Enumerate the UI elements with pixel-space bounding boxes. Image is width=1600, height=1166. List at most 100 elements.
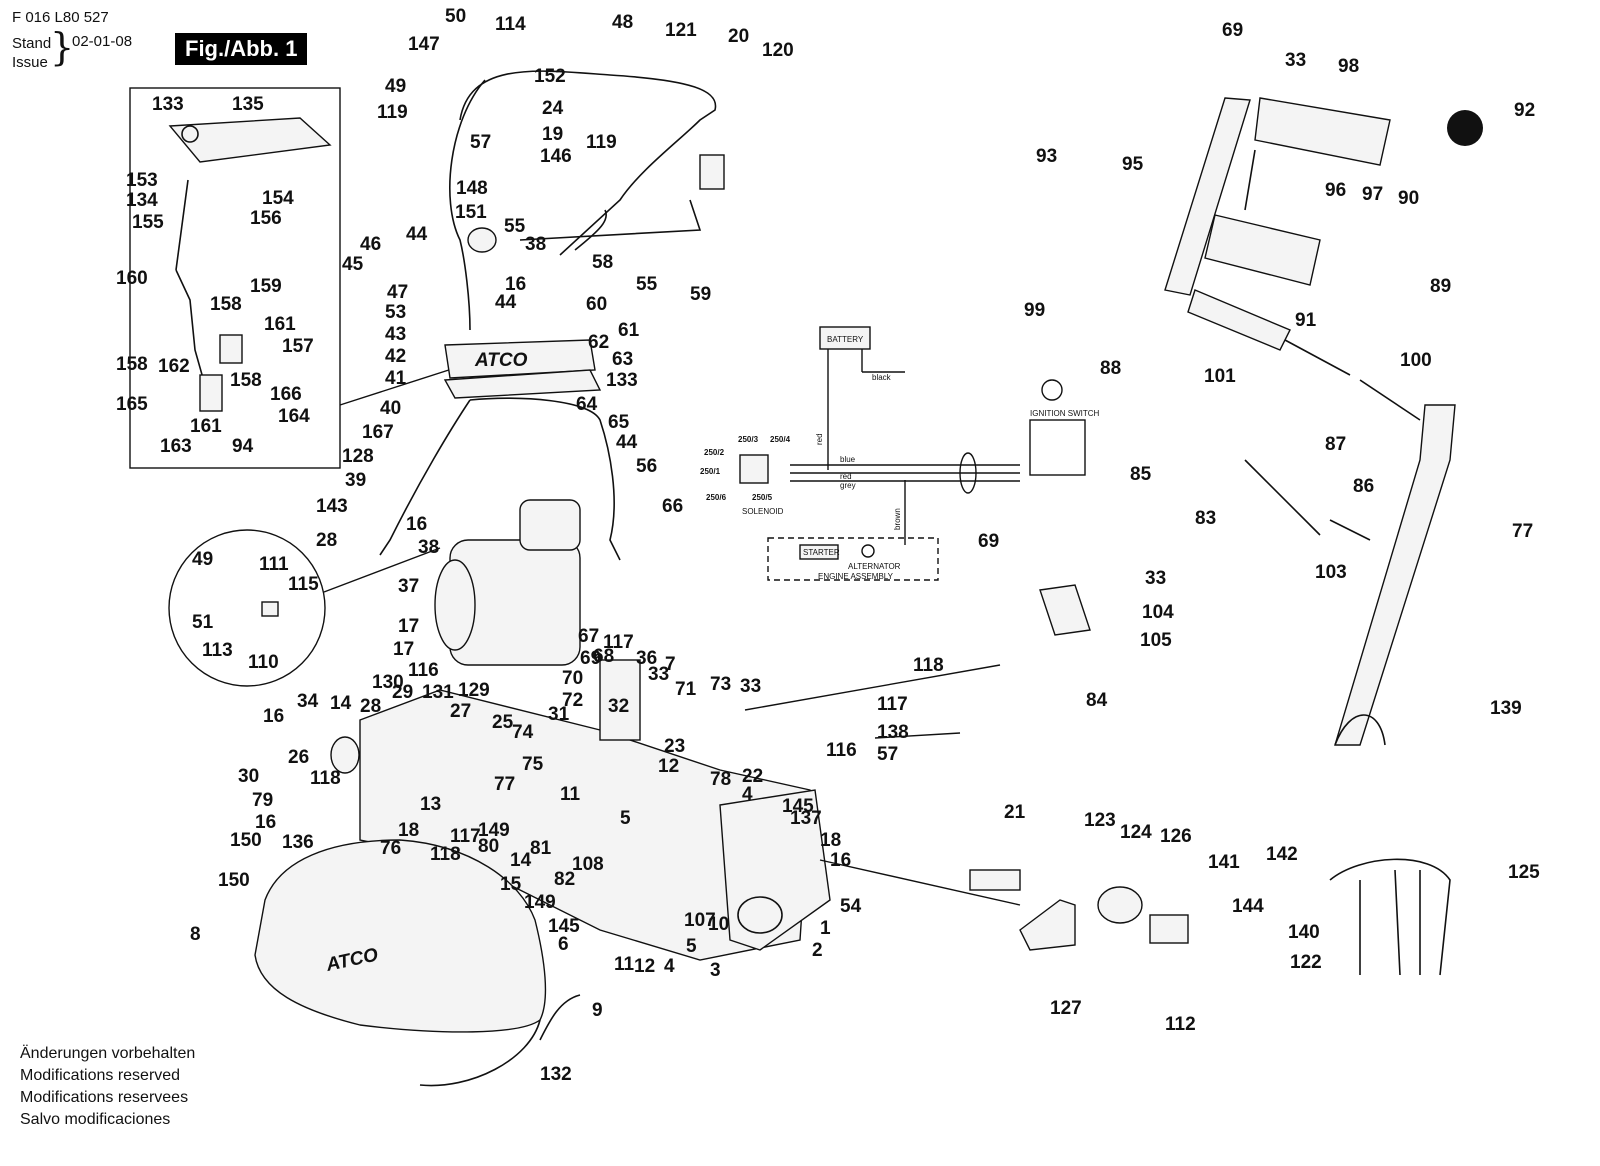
stand-label: Stand	[12, 35, 52, 52]
part-number-label: 125	[1508, 862, 1540, 883]
part-number-label: 136	[282, 832, 314, 853]
part-number-label: 17	[398, 616, 419, 637]
part-number-label: 37	[398, 576, 419, 597]
engine-assembly-label: ENGINE ASSEMBLY	[818, 572, 894, 581]
part-number-label: 159	[250, 276, 282, 297]
part-number-label: 158	[116, 354, 148, 375]
part-number-label: 162	[158, 356, 190, 377]
part-number-label: 49	[385, 76, 406, 97]
part-number-label: 105	[1140, 630, 1172, 651]
blue-wire-label: blue	[840, 455, 856, 464]
part-number-label: 61	[618, 320, 640, 341]
inset-bracket-lower	[199, 374, 223, 412]
leader-line-right	[744, 664, 1001, 711]
support-frame	[1334, 404, 1456, 746]
part-number-label: 40	[380, 398, 401, 419]
notice-line-fr: Modifications reservees	[20, 1089, 189, 1106]
part-number-label: 15	[500, 874, 522, 895]
part-number-label: 5	[686, 936, 697, 957]
solenoid-box	[739, 454, 769, 484]
part-number-label: 7	[665, 654, 676, 675]
lower-spring	[1329, 519, 1371, 541]
part-number-label: 41	[385, 368, 407, 389]
part-number-label: 150	[230, 830, 262, 851]
part-number-label: 122	[1290, 952, 1322, 973]
part-number-label: 155	[132, 212, 164, 233]
cylinder	[1187, 289, 1291, 351]
part-number-label: 164	[278, 406, 310, 427]
mount-bracket	[1019, 899, 1076, 951]
part-number-label: 16	[263, 706, 284, 727]
part-number-label: 117	[603, 632, 634, 653]
terminal-250-3: 250/3	[738, 435, 759, 444]
issue-date: 02-01-08	[72, 33, 133, 50]
part-number-label: 131	[422, 682, 454, 703]
part-number-label: 16	[406, 514, 427, 535]
part-number-label: 44	[406, 224, 428, 245]
part-number-label: 144	[1232, 896, 1264, 917]
part-number-label: 44	[616, 432, 638, 453]
document-number: F 016 L80 527	[12, 9, 109, 26]
document-header: F 016 L80 527 Stand Issue	[12, 8, 109, 71]
part-number-label: 4	[664, 956, 675, 977]
part-number-label: 137	[790, 808, 822, 829]
part-number-label: 133	[152, 94, 184, 115]
part-number-label: 146	[540, 146, 572, 167]
part-number-label: 51	[192, 612, 214, 633]
part-number-label: 128	[342, 446, 374, 467]
knob-ball-icon	[1447, 110, 1483, 146]
part-number-label: 23	[664, 736, 685, 757]
part-number-label: 107	[684, 910, 716, 931]
grey-wire-label: grey	[840, 481, 856, 490]
part-number-label: 6	[558, 934, 569, 955]
starter-box	[799, 544, 839, 560]
part-number-label: 84	[1086, 690, 1108, 711]
part-number-label: 92	[1514, 100, 1535, 121]
part-number-label: 3	[710, 960, 721, 981]
part-number-label: 130	[372, 672, 404, 693]
part-number-label: 97	[1362, 184, 1383, 205]
terminal-250-5: 250/5	[752, 493, 773, 502]
part-number-label: 24	[542, 98, 564, 119]
part-number-label: 55	[636, 274, 658, 295]
lower-handle-left	[379, 399, 471, 556]
part-number-label: 134	[126, 190, 158, 211]
part-number-label: 12	[634, 956, 655, 977]
part-number-label: 10	[708, 914, 729, 935]
stand-issue-label: Stand Issue	[12, 34, 82, 72]
part-number-label: 57	[877, 744, 898, 765]
switch-box	[699, 154, 725, 190]
part-number-label: 77	[494, 774, 515, 795]
part-number-label: 82	[554, 869, 575, 890]
part-number-label: 54	[840, 896, 862, 917]
part-number-label: 123	[1084, 810, 1116, 831]
part-number-label: 157	[282, 336, 314, 357]
part-number-label: 163	[160, 436, 192, 457]
part-number-label: 16	[505, 274, 526, 295]
part-number-label: 30	[238, 766, 259, 787]
part-number-label: 33	[1145, 568, 1166, 589]
part-number-label: 76	[380, 838, 401, 859]
part-number-label: 26	[288, 747, 309, 768]
circle-leader-line	[323, 547, 441, 593]
part-number-label: 9	[592, 1000, 603, 1021]
right-arm	[1164, 97, 1251, 296]
part-number-label: 33	[648, 664, 669, 685]
part-number-label: 18	[820, 830, 841, 851]
part-number-label: 65	[608, 412, 630, 433]
part-number-label: 8	[190, 924, 201, 945]
inset-plate	[168, 117, 332, 163]
part-number-label: 55	[504, 216, 526, 237]
part-number-label: 156	[250, 208, 282, 229]
part-number-label: 153	[126, 170, 158, 191]
part-number-label: 21	[1004, 802, 1026, 823]
alternator-label: ALTERNATOR	[848, 562, 901, 571]
part-number-label: 119	[377, 102, 408, 123]
part-number-label: 110	[248, 652, 279, 673]
part-number-label: 69	[580, 648, 601, 669]
handle-left-tube	[449, 79, 486, 331]
part-number-label: 78	[710, 769, 731, 790]
coupling-block	[1149, 914, 1189, 944]
inset-bracket	[219, 334, 243, 364]
part-number-label: 25	[492, 712, 514, 733]
